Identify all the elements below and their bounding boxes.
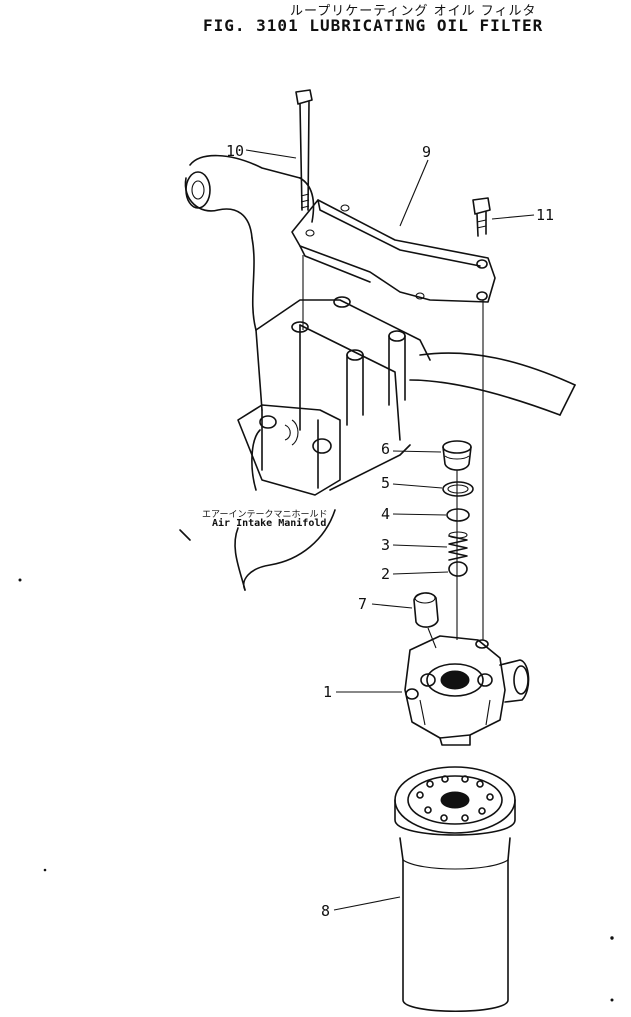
callout-11: 11 bbox=[536, 206, 555, 224]
callout-7: 7 bbox=[358, 595, 368, 613]
filter-cartridge-8 bbox=[394, 766, 516, 1013]
leader-4 bbox=[392, 513, 447, 516]
spring-3 bbox=[448, 531, 468, 561]
title-japanese: ループリケーティング オイル フィルタ bbox=[290, 4, 537, 19]
callout-8: 8 bbox=[321, 902, 331, 920]
washer-4 bbox=[446, 508, 470, 522]
manifold-label: Air Intake Manifold bbox=[212, 518, 327, 529]
plug-6 bbox=[442, 440, 472, 471]
callout-9: 9 bbox=[422, 143, 432, 161]
leader-9 bbox=[399, 159, 429, 227]
callout-3: 3 bbox=[381, 536, 391, 554]
plug-7 bbox=[413, 592, 439, 649]
callout-2: 2 bbox=[381, 565, 391, 583]
callout-5: 5 bbox=[381, 474, 391, 492]
callout-10: 10 bbox=[226, 142, 245, 160]
valve-2 bbox=[448, 561, 468, 577]
leader-8 bbox=[333, 896, 401, 911]
figure-title: FIG. 3101 LUBRICATING OIL FILTER bbox=[203, 16, 544, 35]
callout-1: 1 bbox=[323, 683, 333, 701]
manifold-label-japanese: エアーインテークマニホールド bbox=[202, 510, 328, 520]
short-bolt-11 bbox=[472, 197, 491, 237]
leader-6 bbox=[392, 450, 442, 453]
filter-head-1 bbox=[404, 635, 530, 746]
bracket-9 bbox=[291, 199, 496, 303]
leader-2 bbox=[392, 571, 449, 575]
leader-5 bbox=[392, 483, 443, 489]
callout-4: 4 bbox=[381, 505, 391, 523]
leader-3 bbox=[392, 544, 448, 548]
center-lines bbox=[302, 255, 484, 640]
scan-specks bbox=[18, 578, 614, 1002]
leader-7 bbox=[371, 603, 413, 609]
leader-10 bbox=[245, 149, 297, 159]
long-bolt-10 bbox=[295, 89, 313, 211]
leader-11 bbox=[491, 214, 535, 220]
snap-ring-5 bbox=[442, 481, 474, 497]
air-intake-manifold bbox=[179, 154, 576, 591]
callout-6: 6 bbox=[381, 440, 391, 458]
